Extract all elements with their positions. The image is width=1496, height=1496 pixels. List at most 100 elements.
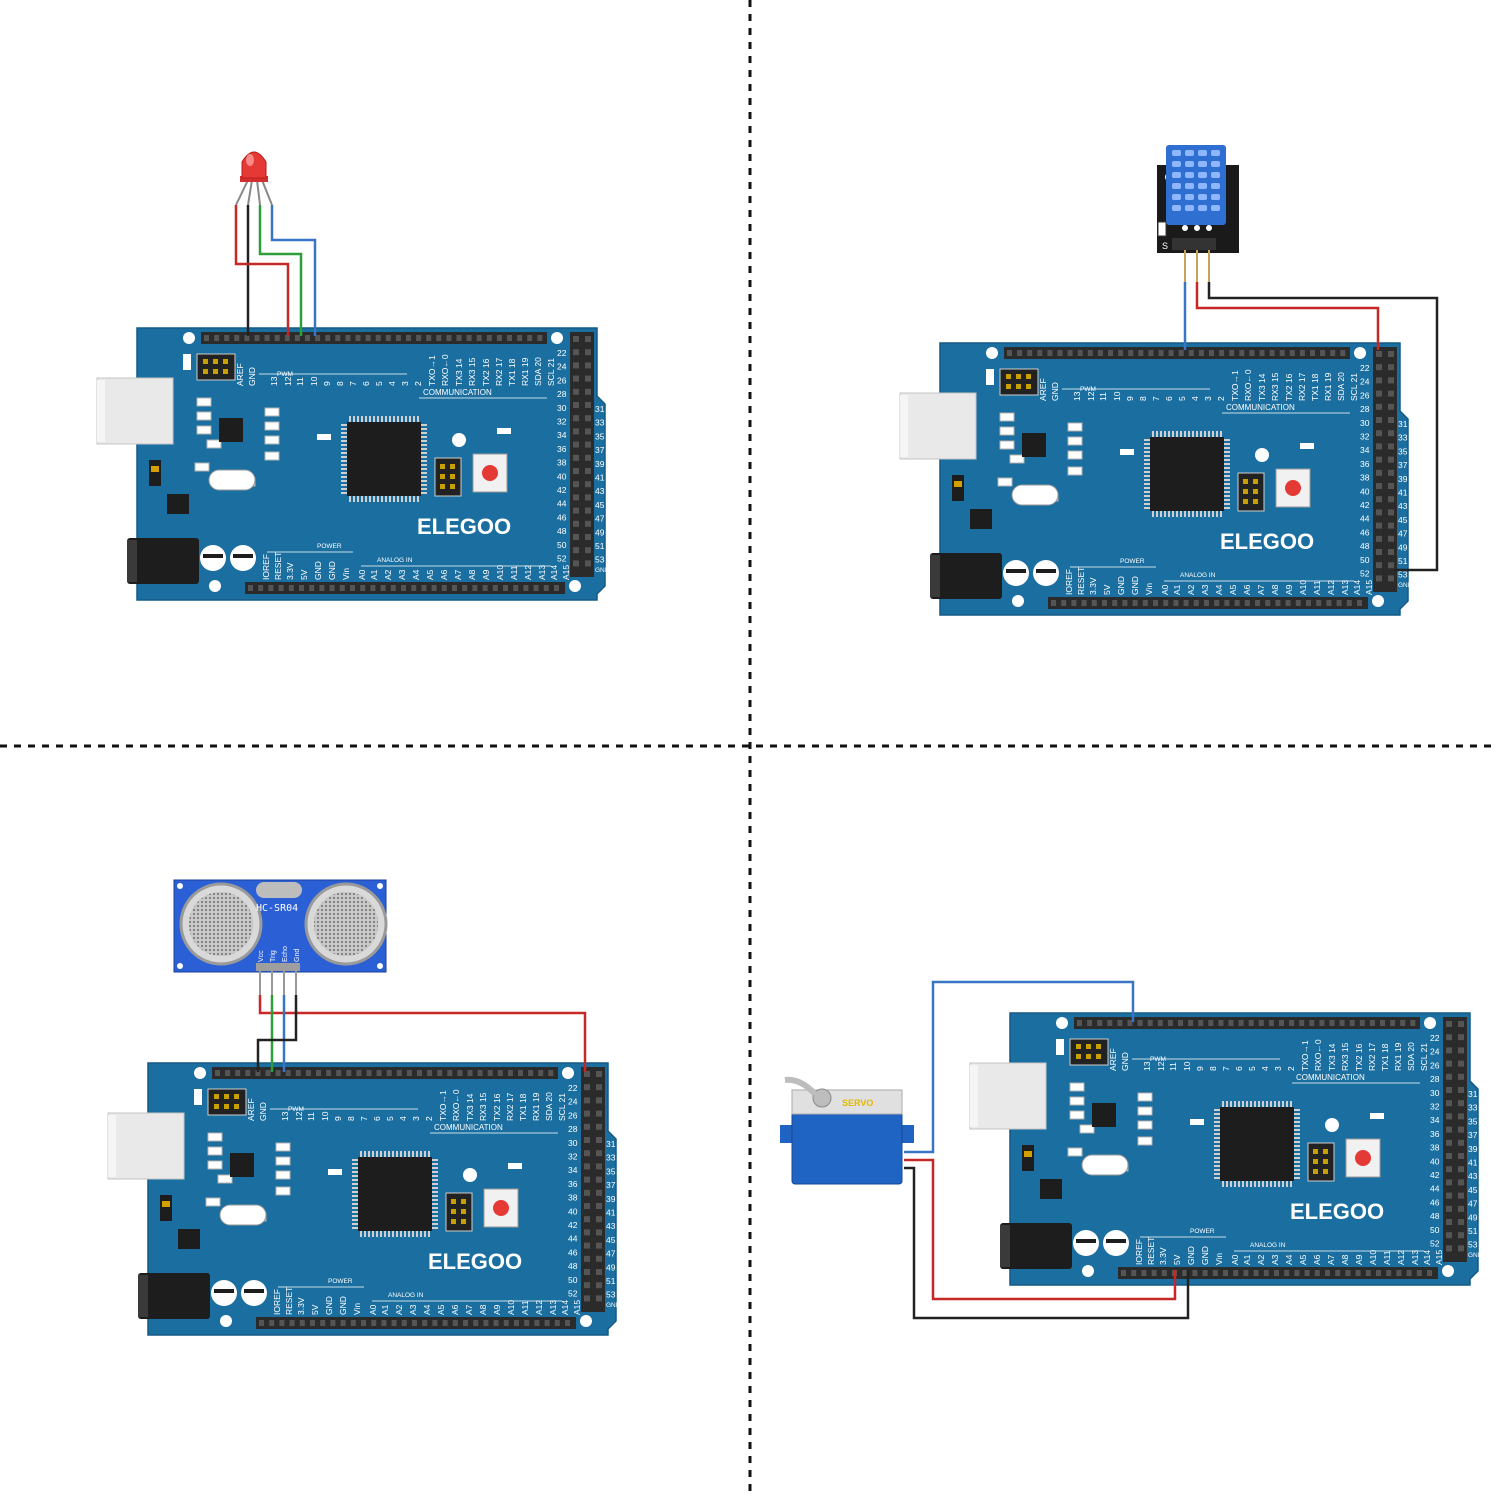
hc-pin-echo: Echo xyxy=(282,946,289,962)
header-pin xyxy=(584,1242,590,1249)
chip-pin xyxy=(352,1223,358,1225)
smd-component xyxy=(1009,454,1025,464)
header-pin xyxy=(440,464,445,469)
header-pin xyxy=(482,585,488,591)
header-pin xyxy=(1314,1270,1320,1276)
pin-label-bottom: GND xyxy=(1130,576,1140,595)
usb-chip xyxy=(219,418,243,442)
chip-pin xyxy=(1224,451,1230,453)
atmega2560-chip xyxy=(347,422,421,496)
pin-label-top: 7 xyxy=(1221,1066,1231,1071)
header-pin xyxy=(483,1320,489,1326)
header-pin xyxy=(1388,377,1394,384)
pin-label-bottom: A8 xyxy=(1270,584,1280,595)
pin-label-bottom: GND xyxy=(1186,1246,1196,1265)
smd-component xyxy=(1067,436,1083,446)
chip-pin xyxy=(377,496,379,502)
header-pin xyxy=(1295,600,1301,606)
chip-pin xyxy=(1224,463,1230,465)
pin-label-top: 4 xyxy=(1260,1066,1270,1071)
header-pin xyxy=(385,335,391,341)
header-pin xyxy=(1388,535,1394,542)
chip-pin xyxy=(385,416,387,422)
gnd-label-right: GND xyxy=(1398,582,1413,589)
header-pin xyxy=(1294,1270,1300,1276)
pin-label-bottom: A10 xyxy=(1298,580,1308,595)
chip-pin xyxy=(1160,511,1162,517)
header-pin xyxy=(462,585,468,591)
chip-pin xyxy=(341,464,347,466)
header-pin xyxy=(585,534,591,540)
gnd-label-right: GND xyxy=(1468,1252,1483,1259)
wire-black-gnd xyxy=(256,995,298,1072)
onboard-led xyxy=(452,433,466,447)
chip-pin xyxy=(341,432,347,434)
voltage-regulator xyxy=(167,494,189,514)
smd-component xyxy=(1067,450,1083,460)
header-pin xyxy=(1132,600,1138,606)
header-pin xyxy=(452,1320,458,1326)
pin-label-right: 26 xyxy=(557,375,567,385)
header-pin xyxy=(544,1320,550,1326)
header-pin xyxy=(1446,1047,1452,1054)
pin-label-top: 10 xyxy=(309,376,319,386)
header-pin xyxy=(1128,350,1134,356)
pin-label-bottom: A15 xyxy=(1434,1250,1444,1265)
header-pin xyxy=(401,1320,407,1326)
dht-vent xyxy=(1198,194,1207,200)
chip-pin xyxy=(1294,1177,1300,1179)
chip-pin xyxy=(421,432,427,434)
header-pin xyxy=(584,1084,590,1091)
pin-label-right: 36 xyxy=(557,444,567,454)
wire-black-gnd xyxy=(1207,282,1439,572)
header-pin xyxy=(1388,403,1394,410)
header-pin xyxy=(223,369,228,374)
header-pin xyxy=(584,1269,590,1275)
chip-pin xyxy=(1224,443,1230,445)
chip-pin xyxy=(1246,1101,1248,1107)
chip-pin xyxy=(369,496,371,502)
chip-pin xyxy=(1144,499,1150,501)
header-pin xyxy=(361,1320,366,1326)
chip-pin xyxy=(1290,1181,1292,1187)
chip-pin xyxy=(409,496,411,502)
pin-label-bottom: A12 xyxy=(523,565,533,580)
mounting-hole xyxy=(569,580,581,592)
pin-label-right: 47 xyxy=(595,514,605,524)
chip-pin xyxy=(1224,439,1230,441)
pin-label-right: 39 xyxy=(1398,474,1408,484)
header-pin xyxy=(316,1070,321,1076)
chip-pin xyxy=(352,1167,358,1169)
smd-component xyxy=(264,407,280,417)
pin-label-bottom: A5 xyxy=(1228,584,1238,595)
chip-pin xyxy=(1214,1169,1220,1171)
header-pin xyxy=(1306,600,1311,606)
header-pin xyxy=(437,1070,443,1076)
fuse-mark xyxy=(954,481,962,487)
header-pin xyxy=(596,1216,602,1223)
chip-pin xyxy=(421,488,427,490)
usb-port xyxy=(899,392,977,460)
chip-pin xyxy=(1204,431,1206,437)
header-pin xyxy=(584,1255,590,1262)
header-pin xyxy=(573,415,579,422)
pin-label-right: 32 xyxy=(557,417,567,427)
pin-label-bottom: A7 xyxy=(1326,1254,1336,1265)
header-pin xyxy=(1376,390,1382,397)
header-pin xyxy=(1329,1020,1335,1026)
header-pin xyxy=(244,335,250,341)
header-pin xyxy=(573,534,579,540)
header-pin xyxy=(514,1320,519,1326)
chip-pin xyxy=(1294,1153,1300,1155)
chip-pin xyxy=(421,444,427,446)
chip-pin xyxy=(432,1175,438,1177)
chip-pin xyxy=(1234,1181,1236,1187)
pin-label-right: 24 xyxy=(1430,1047,1440,1057)
pin-label-bottom: 3.3V xyxy=(296,1297,306,1315)
pin-label-right: 33 xyxy=(595,418,605,428)
pin-label-top: 3 xyxy=(400,381,410,386)
chip-pin xyxy=(1224,499,1230,501)
header-pin xyxy=(1319,1020,1325,1026)
servo-label: SERVO xyxy=(842,1098,873,1108)
chip-pin xyxy=(421,476,427,478)
